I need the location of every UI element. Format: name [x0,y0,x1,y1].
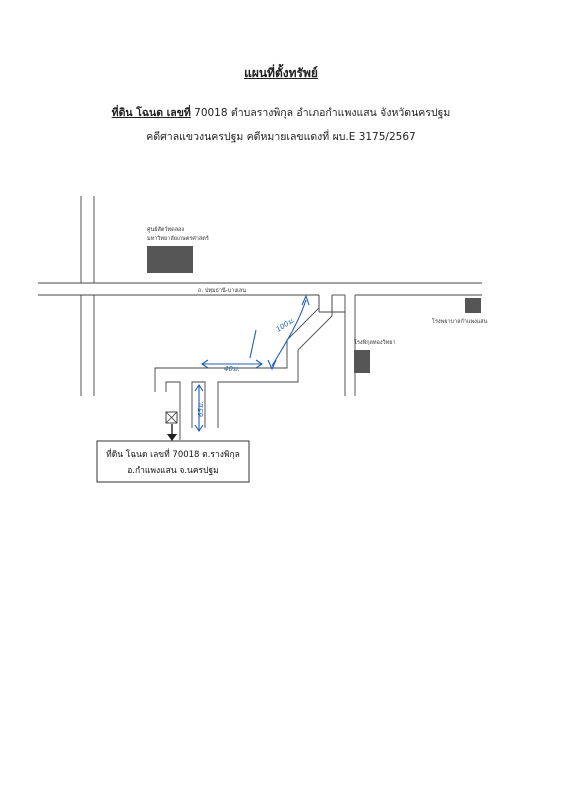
distance-label-3: 65ม. [197,401,205,417]
case-reference: คดีศาลแขวงนครปฐม คดีหมายเลขแดงที่ ผบ.E 3… [146,131,416,143]
property-description: ที่ดิน โฉนด เลขที่ 70018 ตำบลรางพิกุล อำ… [0,104,562,121]
pointer-arrow-head [167,434,177,441]
branch-lane-1 [165,381,181,440]
road-network [38,196,482,440]
route-arrows [194,294,310,432]
school-building [354,350,370,373]
route-arrow-3-head-top [194,384,204,392]
side-road-edge-outer [154,295,320,392]
callout-line-2: อ.กำแพงแสน จ.นครปฐม [127,466,219,476]
route-arrow-3-head-bottom [194,424,204,432]
side-road-edge-inner [217,295,333,428]
animal-center-label-2: มหาวิทยาลัยเกษตรศาสตร์ [147,235,209,242]
route-arrow-1-head [301,294,310,306]
main-road-label: ถ. ปทุมธานี-บางเลน [198,287,246,294]
branch-lane-2 [191,381,206,428]
distance-label-1: 100ม. [275,316,296,333]
property-callout-box [96,440,250,483]
property-marker-cross-2 [165,411,178,424]
animal-center-label-1: ศูนย์สัตว์ทดลอง [147,226,184,233]
callout-line-1: ที่ดิน โฉนด เลขที่ 70018 ต.รางพิกุล [106,448,240,460]
hospital-building [465,298,481,313]
deed-details: 70018 ตำบลรางพิกุล อำเภอกำแพงแสน จังหวัด… [190,107,451,119]
distance-label-2: 40ม. [224,365,240,373]
route-arrow-2-head-right [255,359,263,369]
deed-label: ที่ดิน โฉนด เลขที่ [111,107,191,119]
animal-center-building [147,246,193,273]
route-arrow-1 [271,299,307,367]
school-label: โรงพิกุลทองวิทยา [354,338,396,346]
hospital-label: โรงพยาบาลกำแพงแสน [432,317,488,325]
route-arrow-1-tail [267,359,277,371]
route-arrow-2-head-left [201,359,209,369]
map-title: แผนที่ตั้งทรัพย์ [244,66,318,80]
route-tick-mark [249,329,257,359]
